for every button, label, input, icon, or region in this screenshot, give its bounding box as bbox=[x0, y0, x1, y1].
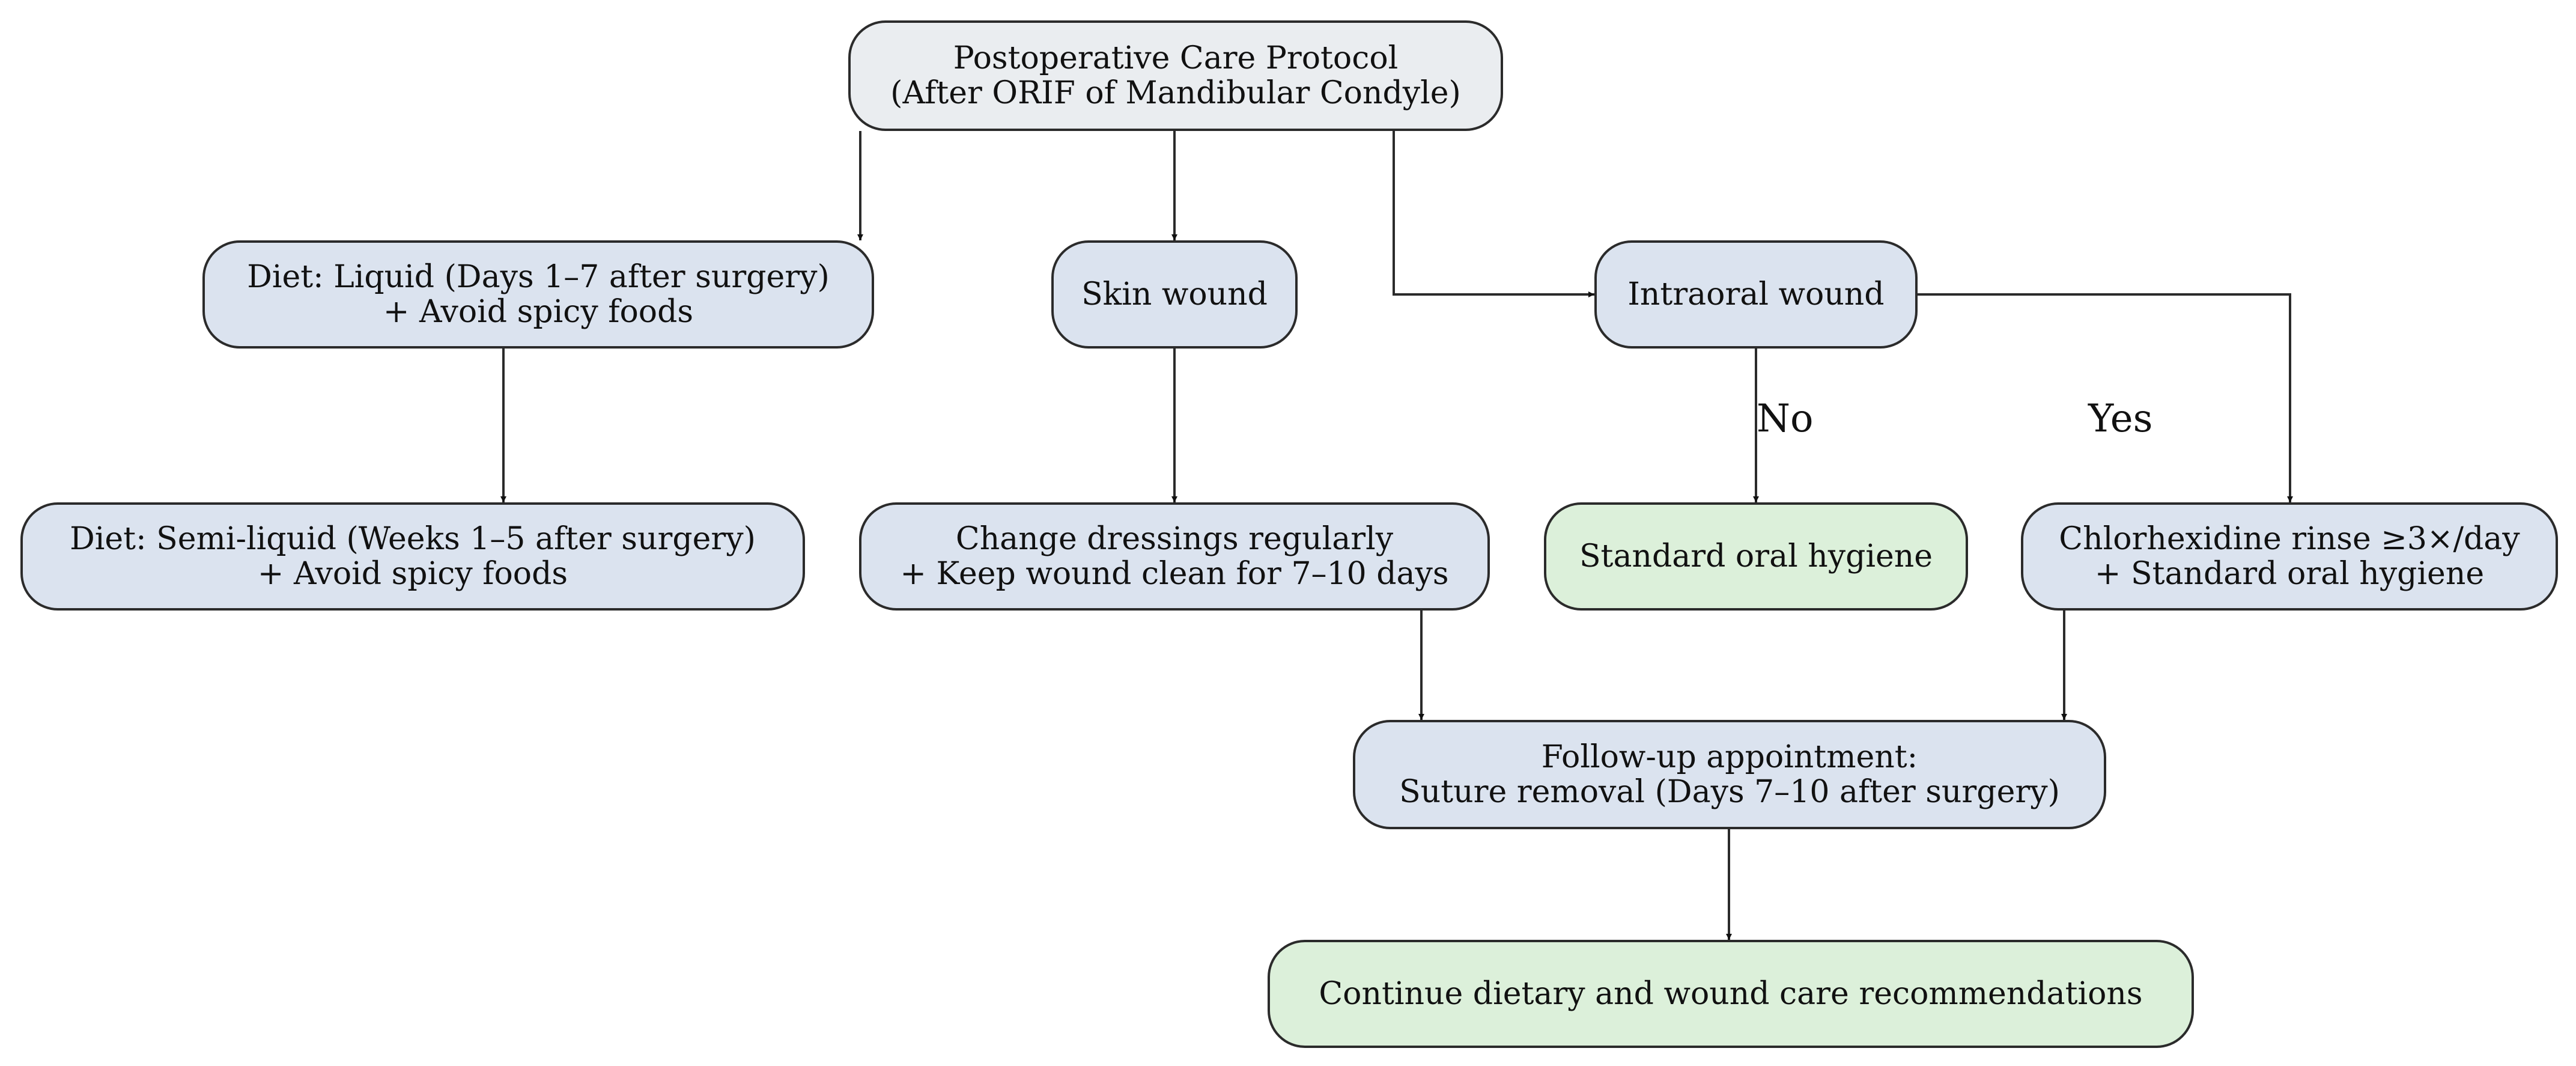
node-diet-liquid-line-2: + Avoid spicy foods bbox=[383, 294, 694, 330]
node-diet-semiliquid: Diet: Semi-liquid (Weeks 1–5 after surge… bbox=[20, 502, 805, 611]
edge-label-yes: Yes bbox=[2088, 397, 2153, 441]
node-change-dressings-line-2: + Keep wound clean for 7–10 days bbox=[900, 556, 1449, 592]
node-diet-liquid: Diet: Liquid (Days 1–7 after surgery) + … bbox=[202, 240, 874, 349]
edge-root-to-intraoral-wound bbox=[1393, 131, 1594, 297]
node-intraoral-wound: Intraoral wound bbox=[1594, 240, 1918, 349]
node-standard-hygiene: Standard oral hygiene bbox=[1544, 502, 1968, 611]
node-change-dressings-line-1: Change dressings regularly bbox=[955, 521, 1394, 557]
node-follow-up: Follow-up appointment: Suture removal (D… bbox=[1353, 720, 2106, 829]
node-diet-semiliquid-line-1: Diet: Semi-liquid (Weeks 1–5 after surge… bbox=[70, 521, 756, 557]
node-chlorhexidine: Chlorhexidine rinse ≥3×/day + Standard o… bbox=[2021, 502, 2558, 611]
node-chlorhexidine-line-2: + Standard oral hygiene bbox=[2094, 556, 2485, 592]
edge-intraoral-to-chlorhexidine bbox=[1918, 293, 2293, 502]
node-continue-care-line-1: Continue dietary and wound care recommen… bbox=[1319, 976, 2143, 1012]
node-standard-hygiene-line-1: Standard oral hygiene bbox=[1579, 538, 1933, 574]
node-diet-semiliquid-line-2: + Avoid spicy foods bbox=[257, 556, 568, 592]
node-follow-up-line-1: Follow-up appointment: bbox=[1541, 739, 1918, 775]
node-skin-wound-line-1: Skin wound bbox=[1081, 276, 1268, 312]
node-skin-wound: Skin wound bbox=[1051, 240, 1298, 349]
node-root-line-1: Postoperative Care Protocol bbox=[953, 40, 1399, 76]
node-chlorhexidine-line-1: Chlorhexidine rinse ≥3×/day bbox=[2059, 521, 2520, 557]
node-intraoral-wound-line-1: Intraoral wound bbox=[1627, 276, 1885, 312]
node-root: Postoperative Care Protocol (After ORIF … bbox=[848, 20, 1503, 131]
node-follow-up-line-2: Suture removal (Days 7–10 after surgery) bbox=[1399, 774, 2060, 810]
node-change-dressings: Change dressings regularly + Keep wound … bbox=[859, 502, 1490, 611]
node-root-line-2: (After ORIF of Mandibular Condyle) bbox=[890, 75, 1461, 111]
node-diet-liquid-line-1: Diet: Liquid (Days 1–7 after surgery) bbox=[247, 259, 830, 295]
node-continue-care: Continue dietary and wound care recommen… bbox=[1268, 940, 2194, 1048]
edge-label-no: No bbox=[1757, 397, 1814, 441]
